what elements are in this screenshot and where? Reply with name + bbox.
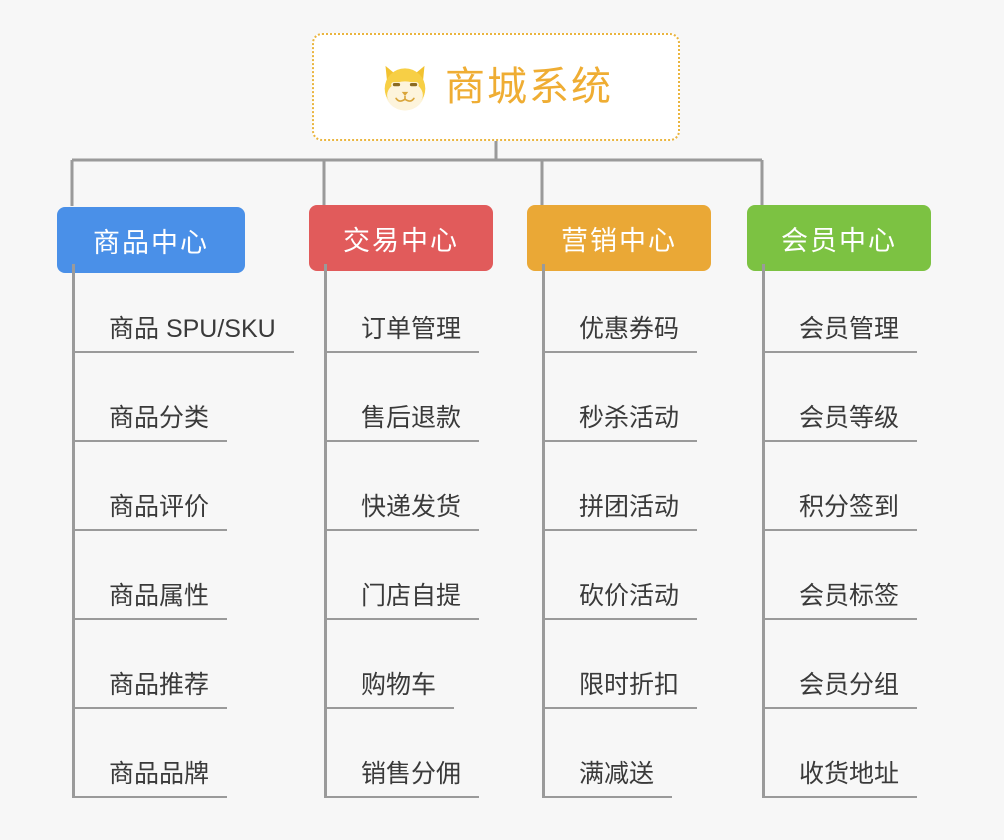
leaf-item[interactable]: 商品评价: [72, 442, 228, 531]
leaf-item-label: 商品品牌: [75, 759, 228, 798]
leaf-item-label: 秒杀活动: [545, 403, 698, 442]
leaf-item-label: 门店自提: [327, 581, 480, 620]
leaf-item[interactable]: 门店自提: [324, 531, 480, 620]
leaf-item-label: 会员等级: [765, 403, 918, 442]
leaf-item-label: 快递发货: [327, 492, 480, 531]
leaf-item[interactable]: 购物车: [324, 620, 455, 709]
leaf-item[interactable]: 优惠券码: [542, 264, 698, 353]
leaf-item[interactable]: 拼团活动: [542, 442, 698, 531]
root-node[interactable]: 商城系统: [312, 33, 680, 141]
leaf-item[interactable]: 售后退款: [324, 353, 480, 442]
leaf-item[interactable]: 会员标签: [762, 531, 918, 620]
leaf-item[interactable]: 订单管理: [324, 264, 480, 353]
leaf-item[interactable]: 商品 SPU/SKU: [72, 264, 294, 353]
category-box-marketing-center[interactable]: 营销中心: [527, 205, 711, 271]
leaf-item[interactable]: 商品品牌: [72, 709, 228, 798]
leaf-item-label: 商品评价: [75, 492, 228, 531]
leaf-item[interactable]: 砍价活动: [542, 531, 698, 620]
leaf-item-label: 购物车: [327, 670, 455, 709]
leaf-item[interactable]: 收货地址: [762, 709, 918, 798]
leaf-item-label: 会员分组: [765, 670, 918, 709]
leaf-item[interactable]: 会员等级: [762, 353, 918, 442]
shiba-dog-face-icon: [384, 65, 426, 111]
leaf-item[interactable]: 商品分类: [72, 353, 228, 442]
leaf-item[interactable]: 限时折扣: [542, 620, 698, 709]
leaf-item[interactable]: 销售分佣: [324, 709, 480, 798]
category-label: 营销中心: [561, 225, 677, 256]
category-box-member-center[interactable]: 会员中心: [747, 205, 931, 271]
leaf-item-label: 商品 SPU/SKU: [75, 314, 294, 353]
leaf-item-label: 会员管理: [765, 314, 918, 353]
root-title: 商城系统: [445, 65, 613, 109]
leaf-item-label: 优惠券码: [545, 314, 698, 353]
leaf-item[interactable]: 秒杀活动: [542, 353, 698, 442]
leaf-item-label: 收货地址: [765, 759, 918, 798]
leaf-item[interactable]: 满减送: [542, 709, 673, 798]
leaf-item[interactable]: 商品属性: [72, 531, 228, 620]
leaf-item-label: 商品分类: [75, 403, 228, 442]
leaf-item-label: 满减送: [545, 759, 673, 798]
category-label: 商品中心: [93, 227, 209, 258]
leaf-item[interactable]: 快递发货: [324, 442, 480, 531]
leaf-item-label: 会员标签: [765, 581, 918, 620]
leaf-item-label: 订单管理: [327, 314, 480, 353]
leaf-item-label: 砍价活动: [545, 581, 698, 620]
leaf-item-label: 拼团活动: [545, 492, 698, 531]
leaf-item[interactable]: 商品推荐: [72, 620, 228, 709]
category-box-trade-center[interactable]: 交易中心: [309, 205, 493, 271]
leaf-item-label: 商品属性: [75, 581, 228, 620]
leaf-item[interactable]: 积分签到: [762, 442, 918, 531]
leaf-item-label: 积分签到: [765, 492, 918, 531]
leaf-item-label: 限时折扣: [545, 670, 698, 709]
leaf-item-label: 售后退款: [327, 403, 480, 442]
leaf-item[interactable]: 会员分组: [762, 620, 918, 709]
category-label: 交易中心: [343, 225, 459, 256]
leaf-item-label: 商品推荐: [75, 670, 228, 709]
leaf-item-label: 销售分佣: [327, 759, 480, 798]
leaf-item[interactable]: 会员管理: [762, 264, 918, 353]
category-box-product-center[interactable]: 商品中心: [57, 207, 245, 273]
category-label: 会员中心: [781, 225, 897, 256]
